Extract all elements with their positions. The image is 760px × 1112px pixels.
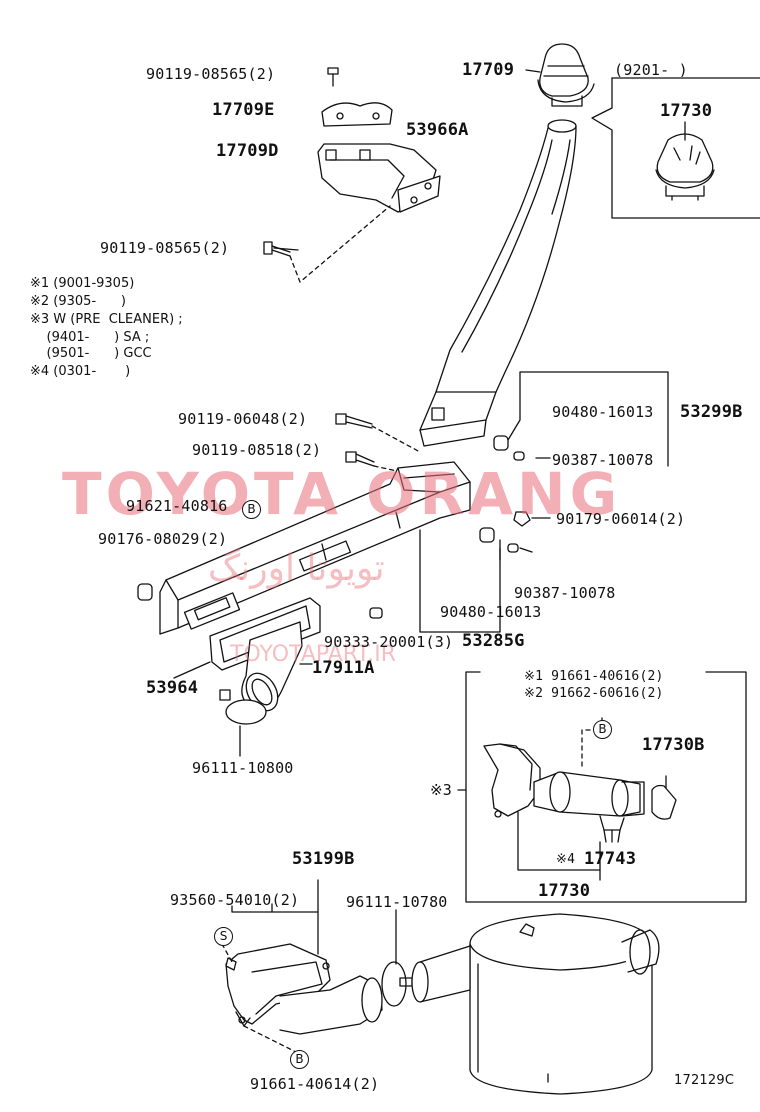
label-91661-40616: ※1 91661-40616(2) [524,669,664,684]
bracket-17709D [317,143,441,213]
label-90480-16013-mid: 90480-16013 [440,603,542,621]
diagram-code: 172129C [674,1073,735,1088]
watermark-url: TOYOTAPART.IR [230,642,397,667]
label-90387-10078-mid: 90387-10078 [514,584,616,602]
label-17743-mark: ※4 [556,852,576,867]
note-line-2: ※2 (9305- ) [30,294,127,309]
label-90333-20001: 90333-20001(3) [324,633,454,651]
label-91661-40614: 91661-40614(2) [250,1075,380,1093]
cap-17730B [651,775,677,820]
bolt-90119-08565-top [327,67,339,87]
pre-cleaner-group-box [465,671,747,903]
clip-90333 [369,607,383,619]
bolts-90119-mid [335,413,375,467]
label-17743: 17743 [584,849,637,869]
clamp-96111-10800 [219,689,267,725]
note-line-6: ※4 (0301- ) [30,364,131,379]
label-17709E: 17709E [212,100,275,120]
grommets-right [479,435,531,553]
bracket-17709E [321,102,393,127]
note-line-3: ※3 W (PRE CLEANER) ; [30,312,183,327]
marker-b-bottom: B [290,1050,309,1069]
label-53966A: 53966A [406,120,469,140]
label-90119-08565-mid: 90119-08565(2) [100,239,230,257]
label-9201: (9201- ) [614,61,688,79]
label-53285G: 53285G [462,631,525,651]
label-90119-08565-top: 90119-08565(2) [146,65,276,83]
watermark-main: TOYOTA ORANG [62,460,622,528]
intake-duct-53199B [225,943,383,1035]
clamp-96111-10780 [381,961,413,1007]
label-17911A: 17911A [312,658,375,678]
label-90179-06014: 90179-06014(2) [556,510,686,528]
label-91621-40816: 91621-40816 [126,497,228,515]
label-93560-54010: 93560-54010(2) [170,891,300,909]
marker-b-top: B [242,500,261,519]
marker-b-right: B [593,720,612,739]
label-53199B: 53199B [292,849,355,869]
note-line-4: (9401- ) SA ; [30,330,150,345]
air-cleaner-housing [411,913,660,1095]
label-90119-06048: 90119-06048(2) [178,410,308,428]
note-line-5: (9501- ) GCC [30,346,152,361]
label-96111-10780: 96111-10780 [346,893,448,911]
label-17709: 17709 [462,60,515,80]
label-90119-08518: 90119-08518(2) [192,441,322,459]
pre-cleaner-17730 [483,743,645,843]
label-17709D: 17709D [216,141,279,161]
marker-s: S [214,927,233,946]
label-90480-16013-top: 90480-16013 [552,403,654,421]
snorkel-cap-17709 [537,43,595,107]
label-17730-inset: 17730 [660,101,713,121]
label-53299B: 53299B [680,402,743,422]
label-91662-60616: ※2 91662-60616(2) [524,686,664,701]
label-90176-08029: 90176-08029(2) [98,530,228,548]
watermark-persian: تويوتا اورنگ [208,548,385,589]
label-53964: 53964 [146,678,199,698]
grommet-90176 [137,583,153,601]
label-17730: 17730 [538,881,591,901]
air-duct-53285G [159,461,471,635]
inset-box-17730 [591,77,760,219]
snorkel-tube [419,119,577,447]
label-note3: ※3 [430,781,452,799]
label-96111-10800: 96111-10800 [192,759,294,777]
label-17730B: 17730B [642,735,705,755]
label-90387-10078-top: 90387-10078 [552,451,654,469]
note-line-1: ※1 (9001-9305) [30,276,135,291]
